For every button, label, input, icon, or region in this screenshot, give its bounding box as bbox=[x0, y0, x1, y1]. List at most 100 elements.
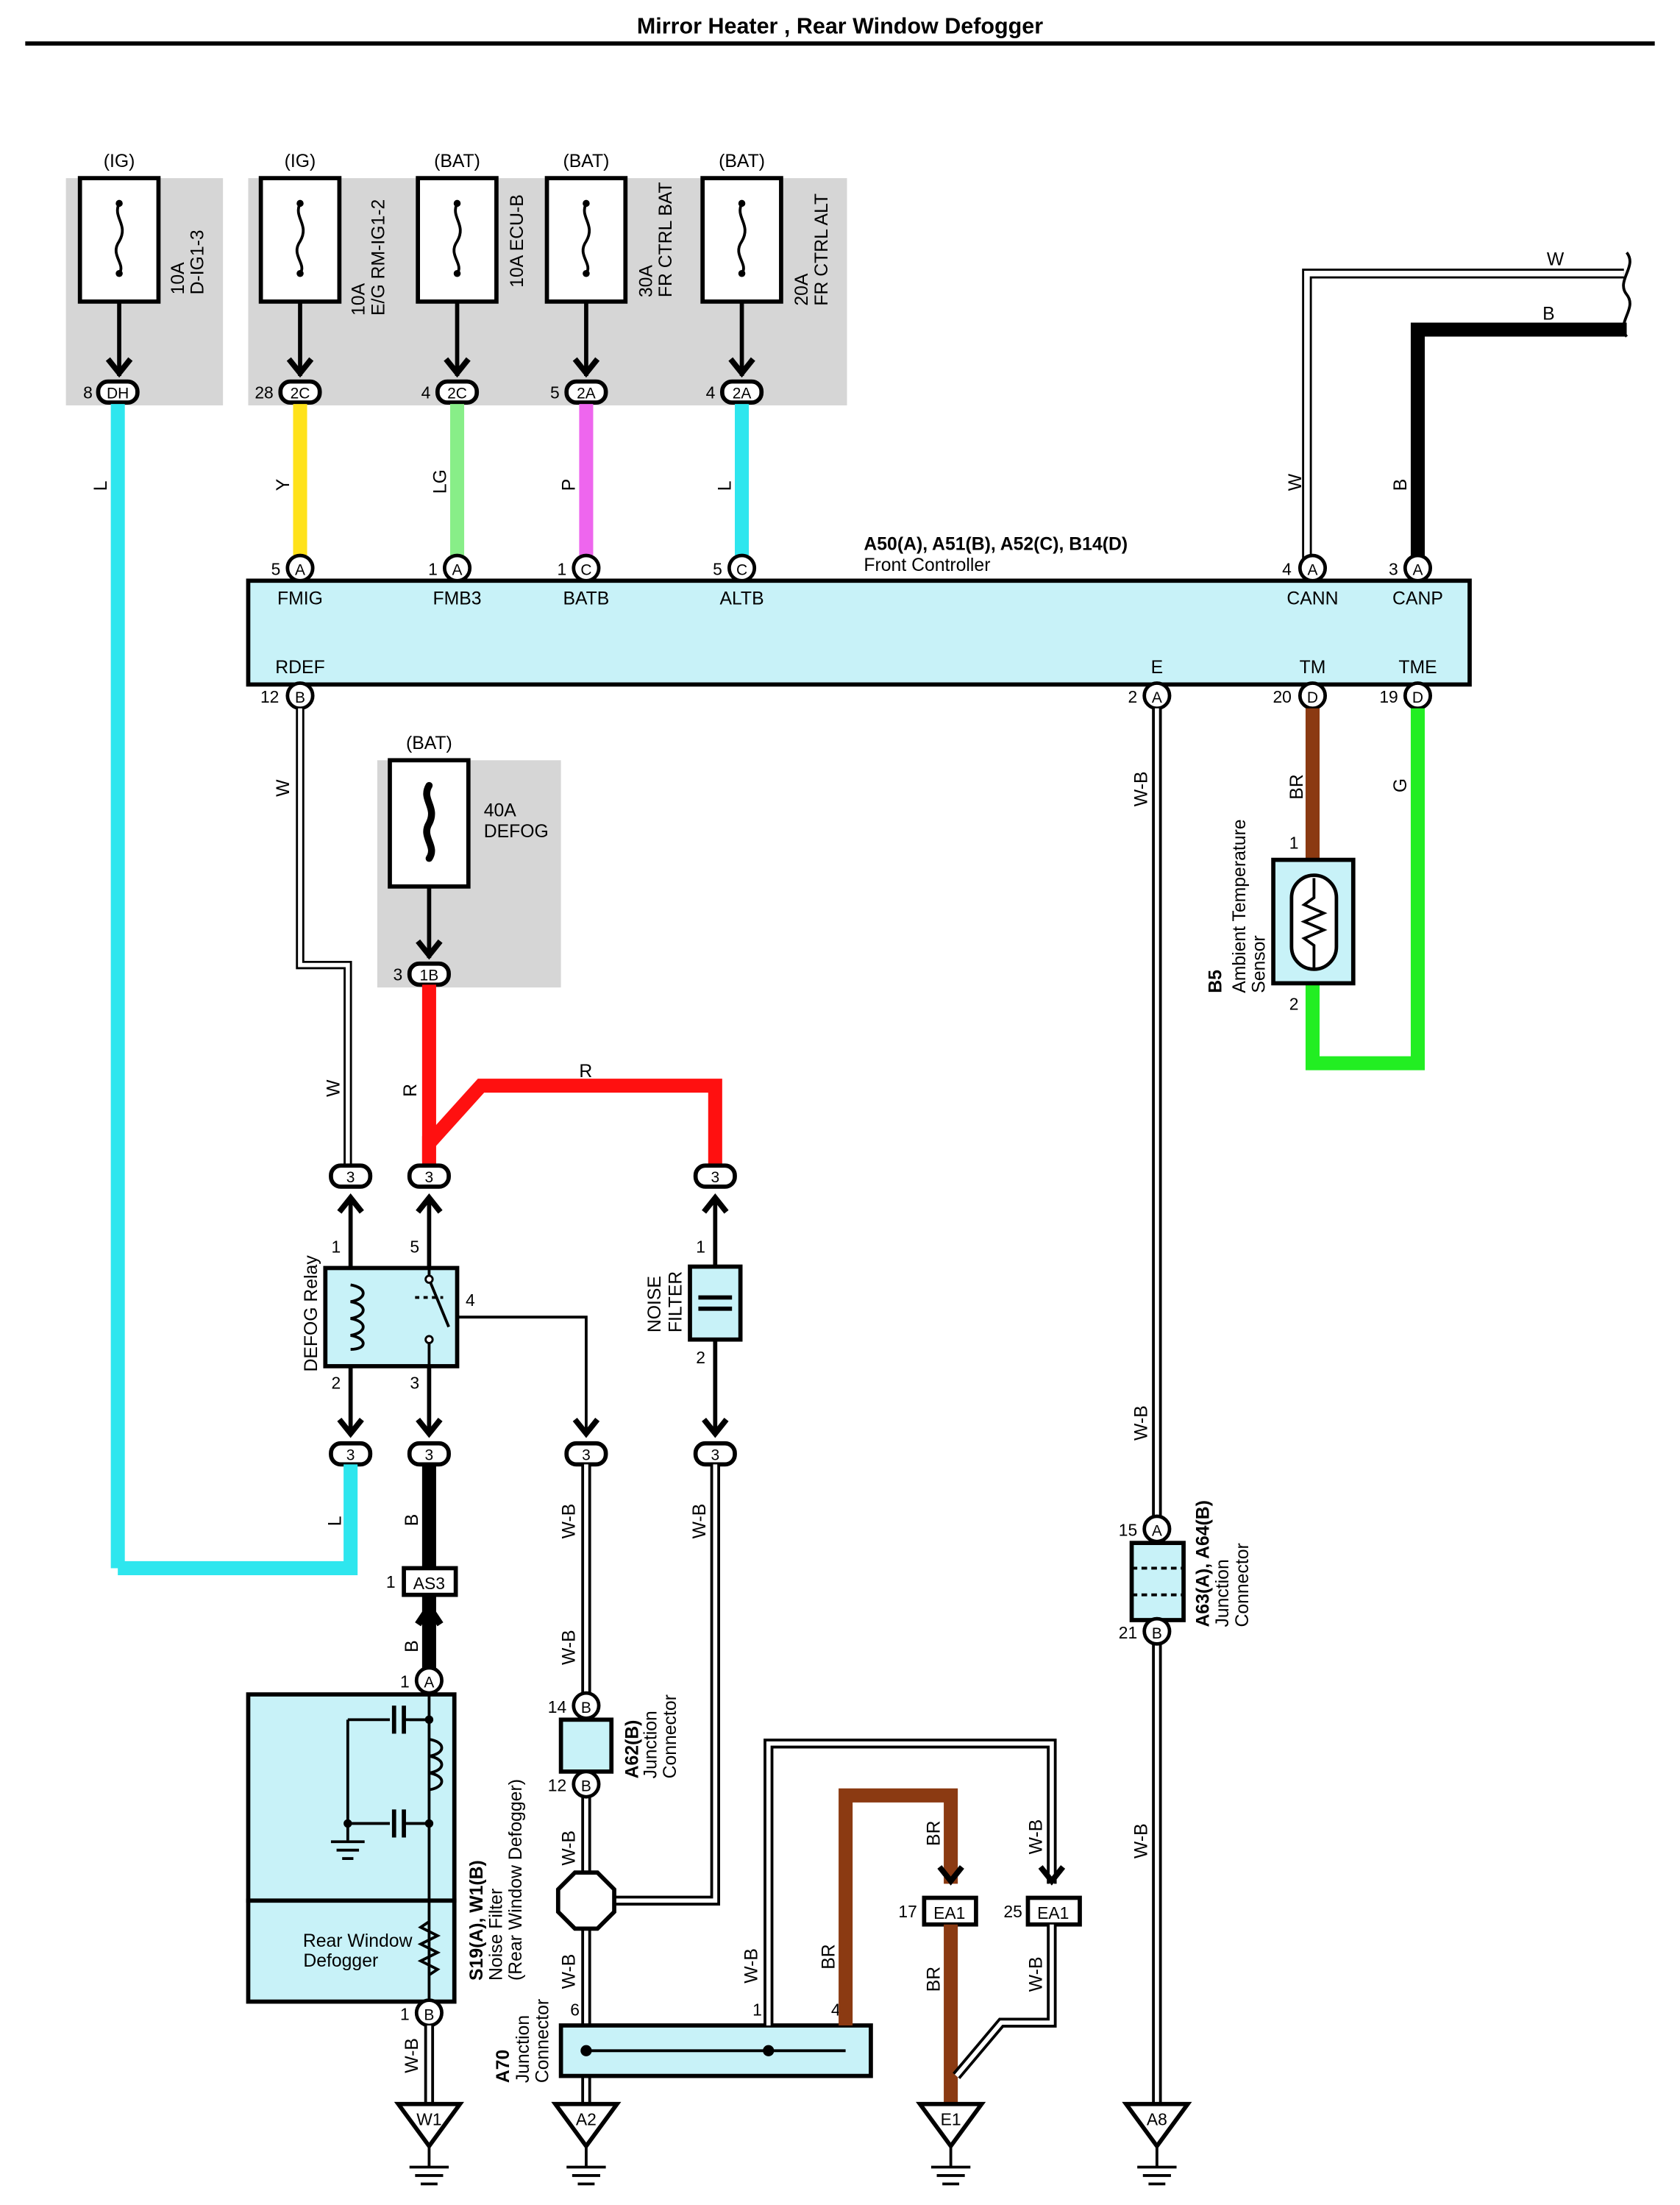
svg-text:6: 6 bbox=[570, 2000, 580, 2020]
svg-text:EA1: EA1 bbox=[933, 1903, 965, 1922]
svg-text:TM: TM bbox=[1300, 658, 1326, 678]
svg-text:3: 3 bbox=[425, 1447, 434, 1464]
svg-text:Junction: Junction bbox=[641, 1711, 661, 1778]
svg-text:40A: 40A bbox=[484, 801, 517, 821]
svg-text:Sensor: Sensor bbox=[1250, 935, 1270, 993]
svg-text:C: C bbox=[580, 562, 591, 579]
wire-r bbox=[421, 984, 722, 1168]
svg-text:ALTB: ALTB bbox=[719, 589, 764, 609]
svg-text:2: 2 bbox=[696, 1348, 705, 1367]
svg-text:21: 21 bbox=[1119, 1623, 1137, 1642]
svg-text:D: D bbox=[1412, 689, 1423, 706]
svg-text:E/G RM-IG1-2: E/G RM-IG1-2 bbox=[369, 199, 388, 316]
wire-label-l2: L bbox=[715, 480, 735, 491]
svg-text:1: 1 bbox=[332, 1237, 341, 1256]
svg-text:10A ECU-B: 10A ECU-B bbox=[508, 194, 527, 288]
wire-label-wb-ea1-top: W-B bbox=[1027, 1819, 1047, 1855]
svg-text:A: A bbox=[1412, 562, 1423, 579]
svg-text:FMIG: FMIG bbox=[277, 589, 323, 609]
svg-text:2: 2 bbox=[1128, 687, 1137, 706]
svg-text:B5: B5 bbox=[1206, 970, 1226, 993]
svg-text:30A: 30A bbox=[637, 265, 657, 298]
splice-point bbox=[555, 1870, 616, 1931]
wire-label-br-ea1-bot: BR bbox=[924, 1967, 944, 1992]
controller-ref: A50(A), A51(B), A52(C), B14(D) bbox=[864, 534, 1128, 554]
controller-pin-batb: 1 C BATB bbox=[558, 553, 609, 609]
ambient-temperature-sensor: 1 2 B5 Ambient Temperature Sensor bbox=[1206, 819, 1356, 1014]
svg-text:2A: 2A bbox=[577, 385, 596, 402]
svg-text:A: A bbox=[295, 562, 305, 579]
svg-text:3: 3 bbox=[711, 1169, 719, 1186]
svg-text:20: 20 bbox=[1273, 687, 1291, 706]
svg-text:(BAT): (BAT) bbox=[434, 152, 480, 171]
svg-text:25: 25 bbox=[1003, 1902, 1022, 1921]
wire-label-can-b: B bbox=[1391, 479, 1411, 491]
svg-text:B: B bbox=[1152, 1625, 1162, 1642]
svg-text:2: 2 bbox=[332, 1373, 341, 1392]
wire-rdef-w bbox=[296, 708, 352, 1168]
wire-label-wb-a62: W-B bbox=[560, 1630, 580, 1665]
svg-text:14: 14 bbox=[548, 1697, 567, 1716]
svg-text:S19(A), W1(B): S19(A), W1(B) bbox=[467, 1860, 487, 1981]
svg-text:DEFOG Relay: DEFOG Relay bbox=[302, 1255, 321, 1372]
svg-text:28: 28 bbox=[255, 383, 273, 402]
svg-text:4: 4 bbox=[831, 2000, 841, 2020]
svg-text:B: B bbox=[295, 689, 305, 706]
svg-text:A63(A), A64(B): A63(A), A64(B) bbox=[1193, 1500, 1213, 1627]
wire-label-p: P bbox=[560, 479, 580, 491]
wire-label-e-wb1: W-B bbox=[1132, 772, 1152, 807]
svg-text:20A: 20A bbox=[792, 273, 812, 306]
svg-text:4: 4 bbox=[466, 1290, 475, 1310]
svg-text:FILTER: FILTER bbox=[666, 1271, 686, 1332]
svg-text:D-IG1-3: D-IG1-3 bbox=[188, 230, 207, 294]
wire-label-l1: L bbox=[91, 480, 111, 491]
svg-text:(BAT): (BAT) bbox=[563, 152, 610, 171]
svg-text:C: C bbox=[736, 562, 747, 579]
controller-pin-canp: 3 A CANP bbox=[1389, 553, 1443, 609]
svg-text:2C: 2C bbox=[447, 385, 467, 402]
a63-junction-connector: 15 A 21 B A63(A), A64(B) Junction Connec… bbox=[1119, 1500, 1253, 1646]
svg-text:BATB: BATB bbox=[563, 589, 609, 609]
wire-label-r-left: R bbox=[401, 1084, 421, 1097]
wire-label-e-wb2: W-B bbox=[1132, 1405, 1152, 1441]
svg-text:3: 3 bbox=[1389, 560, 1398, 579]
defog-relay: DEFOG Relay 1 2 3 5 4 bbox=[302, 1199, 475, 1435]
wire-wb-e1 bbox=[953, 1924, 1057, 2079]
wire-label-wb-w1: W-B bbox=[402, 2038, 422, 2073]
svg-text:FR CTRL BAT: FR CTRL BAT bbox=[656, 182, 676, 297]
wire-label-br-j4: BR bbox=[819, 1944, 839, 1969]
wire-can-w bbox=[1302, 269, 1624, 558]
svg-text:A: A bbox=[1152, 1523, 1162, 1540]
inline-connector-upper: 3 3 3 bbox=[329, 1163, 737, 1214]
wire-label-w-top: W bbox=[1547, 249, 1565, 269]
svg-text:A: A bbox=[452, 562, 463, 579]
svg-text:NOISE: NOISE bbox=[645, 1276, 665, 1332]
svg-text:Connector: Connector bbox=[661, 1694, 680, 1778]
svg-text:Defogger: Defogger bbox=[303, 1951, 378, 1971]
svg-text:4: 4 bbox=[1282, 560, 1292, 579]
svg-text:RDEF: RDEF bbox=[275, 658, 324, 678]
a70-junction-connector: 6 1 4 A70 Junction Connector bbox=[494, 1999, 873, 2083]
ground-a8: A8 bbox=[1122, 2101, 1192, 2186]
svg-text:5: 5 bbox=[550, 383, 560, 402]
svg-text:1: 1 bbox=[428, 560, 438, 579]
svg-text:1B: 1B bbox=[420, 967, 439, 984]
wire-can-b bbox=[1410, 322, 1627, 558]
svg-text:2A: 2A bbox=[733, 385, 752, 402]
wire-g-tme bbox=[1305, 708, 1425, 1070]
wire-label-br: BR bbox=[1287, 774, 1307, 799]
svg-text:B: B bbox=[581, 1700, 591, 1716]
svg-text:DH: DH bbox=[107, 385, 129, 402]
wire-label-wb-relay4: W-B bbox=[560, 1504, 580, 1539]
svg-text:A2: A2 bbox=[576, 2109, 597, 2128]
svg-text:10A: 10A bbox=[349, 283, 369, 316]
fuse-defog: (BAT) 40A DEFOG 3 1B bbox=[388, 734, 549, 987]
wire-label-relay-w: W bbox=[324, 1079, 344, 1097]
svg-text:W1: W1 bbox=[416, 2109, 441, 2128]
svg-text:19: 19 bbox=[1379, 687, 1398, 706]
svg-text:A: A bbox=[1307, 562, 1317, 579]
wire-br-a70 bbox=[839, 1788, 958, 2025]
fuse-fr-ctrl-alt: (BAT) 20A FR CTRL ALT 4 2A bbox=[700, 152, 832, 405]
svg-text:Ambient Temperature: Ambient Temperature bbox=[1230, 819, 1250, 993]
